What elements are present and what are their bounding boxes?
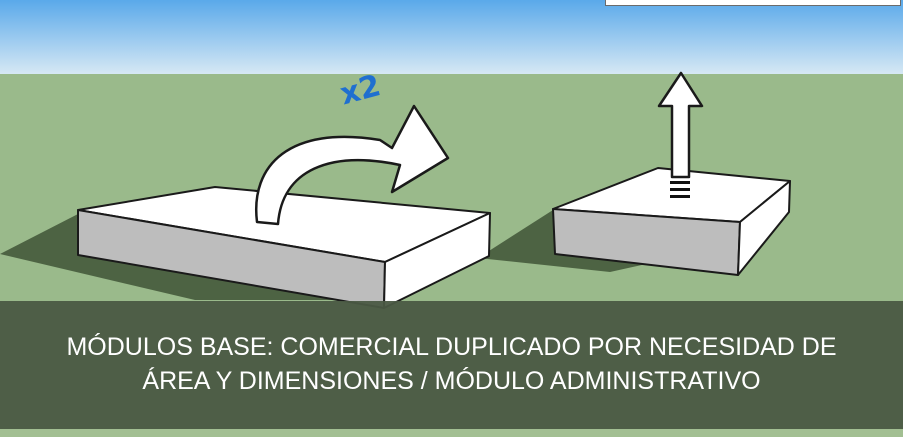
right-block-shadow	[478, 210, 655, 272]
caption-line-1: MÓDULOS BASE: COMERCIAL DUPLICADO POR NE…	[66, 333, 837, 361]
sky	[0, 0, 903, 74]
ground-strip	[0, 429, 903, 437]
up-arrow-icon	[657, 71, 704, 198]
administrative-block	[552, 167, 791, 276]
commercial-block	[77, 186, 491, 309]
viewport-frame	[605, 0, 901, 6]
curved-arrow-icon	[254, 104, 450, 226]
caption-bar	[0, 301, 903, 429]
caption-line-2: ÁREA Y DIMENSIONES / MÓDULO ADMINISTRATI…	[142, 367, 761, 395]
